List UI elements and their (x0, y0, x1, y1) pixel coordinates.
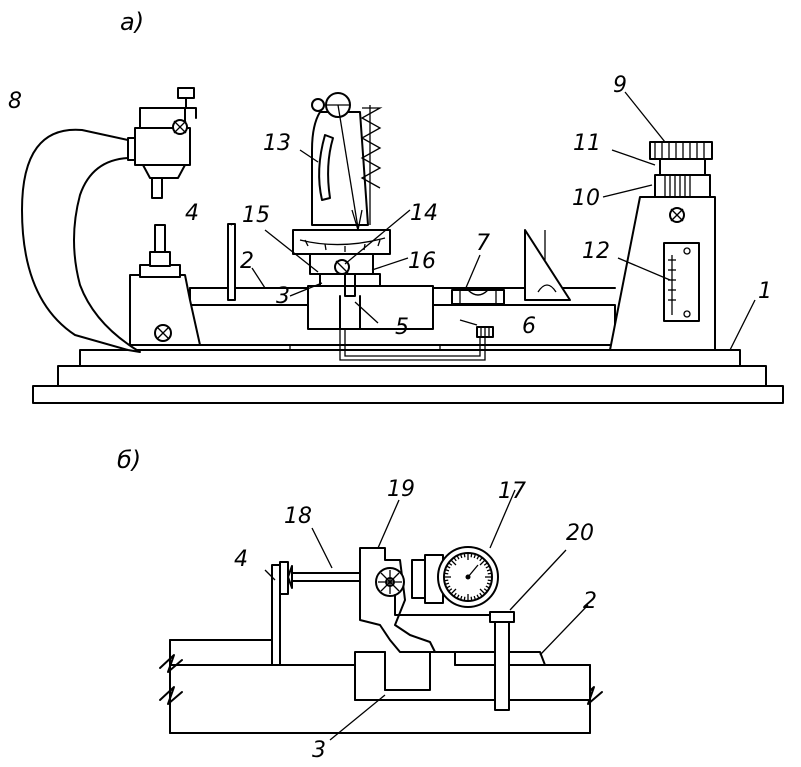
dial-tick (479, 588, 486, 595)
label-b-18: 18 (284, 504, 312, 529)
label-b-17: 17 (498, 479, 526, 504)
dial-tick (456, 594, 460, 599)
dial-tick (463, 596, 466, 601)
label-2: 2 (240, 249, 254, 274)
mount-15-16 (309, 253, 374, 275)
label-b-4: 4 (234, 547, 248, 572)
dial-tick (479, 557, 483, 562)
label-3: 3 (276, 284, 290, 309)
dial-tick (453, 592, 457, 597)
dial-tick (470, 553, 473, 558)
dial-tick (459, 595, 463, 601)
base-plates (32, 349, 784, 404)
dial-tick (470, 596, 473, 601)
label-4: 4 (185, 201, 199, 226)
dial-tick (473, 595, 477, 601)
label-b-19: 19 (387, 477, 415, 502)
dial-tick (463, 553, 466, 558)
right-stand (609, 141, 716, 351)
dial-tick (487, 572, 492, 575)
dial-indicator-17 (411, 546, 499, 608)
pin-6 (339, 326, 494, 361)
dial-tick (444, 579, 449, 582)
measuring-head-top (134, 87, 197, 199)
label-1: 1 (758, 279, 772, 304)
figure-b: б) (117, 446, 603, 763)
dial-tick (459, 553, 463, 559)
stop-4-b (271, 561, 289, 666)
dial-tick (448, 588, 453, 592)
dial-tick (479, 592, 483, 597)
angle-block (524, 229, 571, 301)
label-7: 7 (476, 231, 490, 256)
label-15: 15 (242, 203, 270, 228)
figure-a-caption: а) (120, 8, 144, 36)
label-b-20: 20 (566, 521, 594, 546)
leader-lines-b (264, 489, 589, 741)
label-b-3: 3 (312, 738, 326, 763)
label-6: 6 (522, 314, 536, 339)
label-b-2: 2 (583, 589, 597, 614)
label-9: 9 (613, 73, 627, 98)
rod-18 (287, 565, 361, 589)
label-13: 13 (263, 131, 291, 156)
label-11: 11 (573, 131, 601, 156)
dial-tick (485, 565, 490, 569)
dial-tick (448, 562, 453, 566)
stop-4 (227, 223, 236, 301)
dial-tick (446, 565, 451, 569)
dial-tick (446, 585, 451, 589)
dial-tick (473, 553, 477, 559)
dial-tick (476, 594, 480, 599)
label-5: 5 (395, 315, 409, 340)
dial-tick (453, 557, 457, 562)
level-7 (451, 289, 505, 305)
dial-tick (444, 582, 450, 586)
figure-a: а) (8, 8, 784, 404)
dial-tick (485, 585, 490, 589)
label-8: 8 (8, 89, 22, 114)
dial-tick (487, 579, 492, 582)
dial-tick (476, 555, 480, 560)
dial-tick (486, 568, 492, 572)
carriage-3 (307, 273, 434, 330)
dial-tick (450, 588, 457, 595)
label-16: 16 (408, 249, 436, 274)
dial-tick (479, 559, 486, 566)
label-14: 14 (410, 201, 438, 226)
label-10: 10 (572, 186, 600, 211)
leader-lines-a (229, 91, 756, 351)
dial-tick (444, 568, 450, 572)
dial-tick (456, 555, 460, 560)
carriage-3-b (354, 651, 591, 701)
figure-b-caption: б) (117, 446, 141, 474)
dial-tick (483, 562, 488, 566)
c-frame-8 (21, 128, 201, 353)
probe-20 (489, 611, 515, 711)
dial-tick (486, 582, 492, 586)
scale-14 (292, 229, 391, 255)
label-12: 12 (582, 239, 610, 264)
indicator-13 (311, 92, 383, 231)
dial-tick (444, 572, 449, 575)
dial-tick (483, 588, 488, 592)
dial-tick (450, 559, 457, 566)
